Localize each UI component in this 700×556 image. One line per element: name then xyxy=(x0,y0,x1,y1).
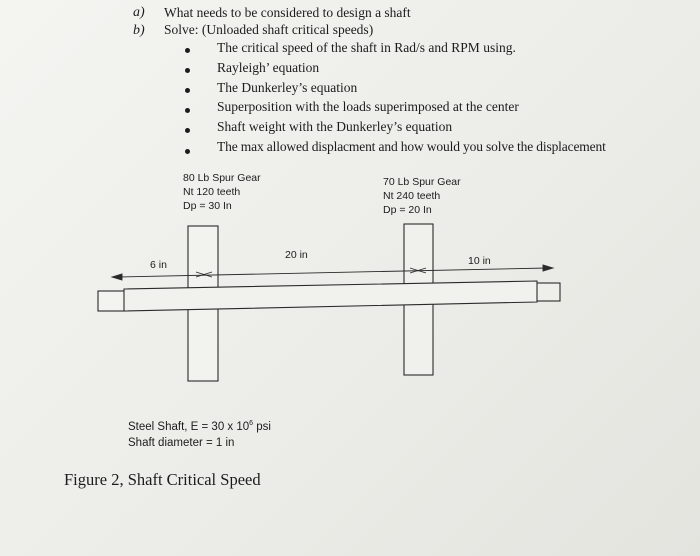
tick-mark xyxy=(195,271,213,278)
shaft-diameter: Shaft diameter = 1 in xyxy=(128,436,235,449)
bullet-shaft-weight: Shaft weight with the Dunkerley’s equati… xyxy=(217,119,453,134)
right-shaft-stub xyxy=(535,282,561,302)
bullet-critical-speed: The critical speed of the shaft in Rad/s… xyxy=(217,40,516,55)
dimension-right-label: 10 in xyxy=(468,255,491,267)
arrow-left-icon xyxy=(110,273,123,281)
dimension-line xyxy=(110,264,555,281)
bullet-dot xyxy=(185,108,190,113)
bullet-dot xyxy=(185,128,190,133)
left-gear-weight: 80 Lb Spur Gear xyxy=(183,172,261,184)
bullet-superposition: Superposition with the loads superimpose… xyxy=(217,99,519,114)
question-b-marker: b) xyxy=(133,23,145,38)
right-gear-teeth: Nt 240 teeth xyxy=(383,190,441,202)
material-info: Steel Shaft, E = 30 x 106 psi Shaft diam… xyxy=(128,416,271,451)
arrow-right-icon xyxy=(542,264,555,272)
question-a-text: What needs to be considered to design a … xyxy=(164,5,411,20)
question-b-text: Solve: (Unloaded shaft critical speeds) xyxy=(164,22,374,37)
right-gear-label: 70 Lb Spur Gear Nt 240 teeth Dp = 20 In xyxy=(383,175,461,217)
dimension-middle-label: 20 in xyxy=(285,249,308,261)
bullet-dot xyxy=(185,68,190,73)
shaft-modulus: Steel Shaft, E = 30 x 106 psi xyxy=(128,420,271,433)
left-gear-diameter: Dp = 30 In xyxy=(183,200,232,212)
bullet-dunkerley: The Dunkerley’s equation xyxy=(217,80,358,95)
dimension-left-label: 6 in xyxy=(150,259,167,271)
bullet-rayleigh: Rayleigh’ equation xyxy=(217,60,320,75)
bullet-dot xyxy=(185,149,190,154)
figure-caption: Figure 2, Shaft Critical Speed xyxy=(64,470,261,489)
bullet-dot xyxy=(185,48,190,53)
right-gear-weight: 70 Lb Spur Gear xyxy=(383,176,461,188)
left-gear-teeth: Nt 120 teeth xyxy=(183,186,241,198)
main-shaft xyxy=(123,280,538,312)
bullet-max-displacement: The max allowed displacment and how woul… xyxy=(217,139,606,154)
right-gear-diameter: Dp = 20 In xyxy=(383,204,432,216)
question-a-marker: a) xyxy=(133,5,145,20)
left-shaft-stub xyxy=(97,290,126,312)
bullet-dot xyxy=(185,88,190,93)
left-gear-label: 80 Lb Spur Gear Nt 120 teeth Dp = 30 In xyxy=(183,171,261,213)
tick-mark xyxy=(409,267,427,274)
